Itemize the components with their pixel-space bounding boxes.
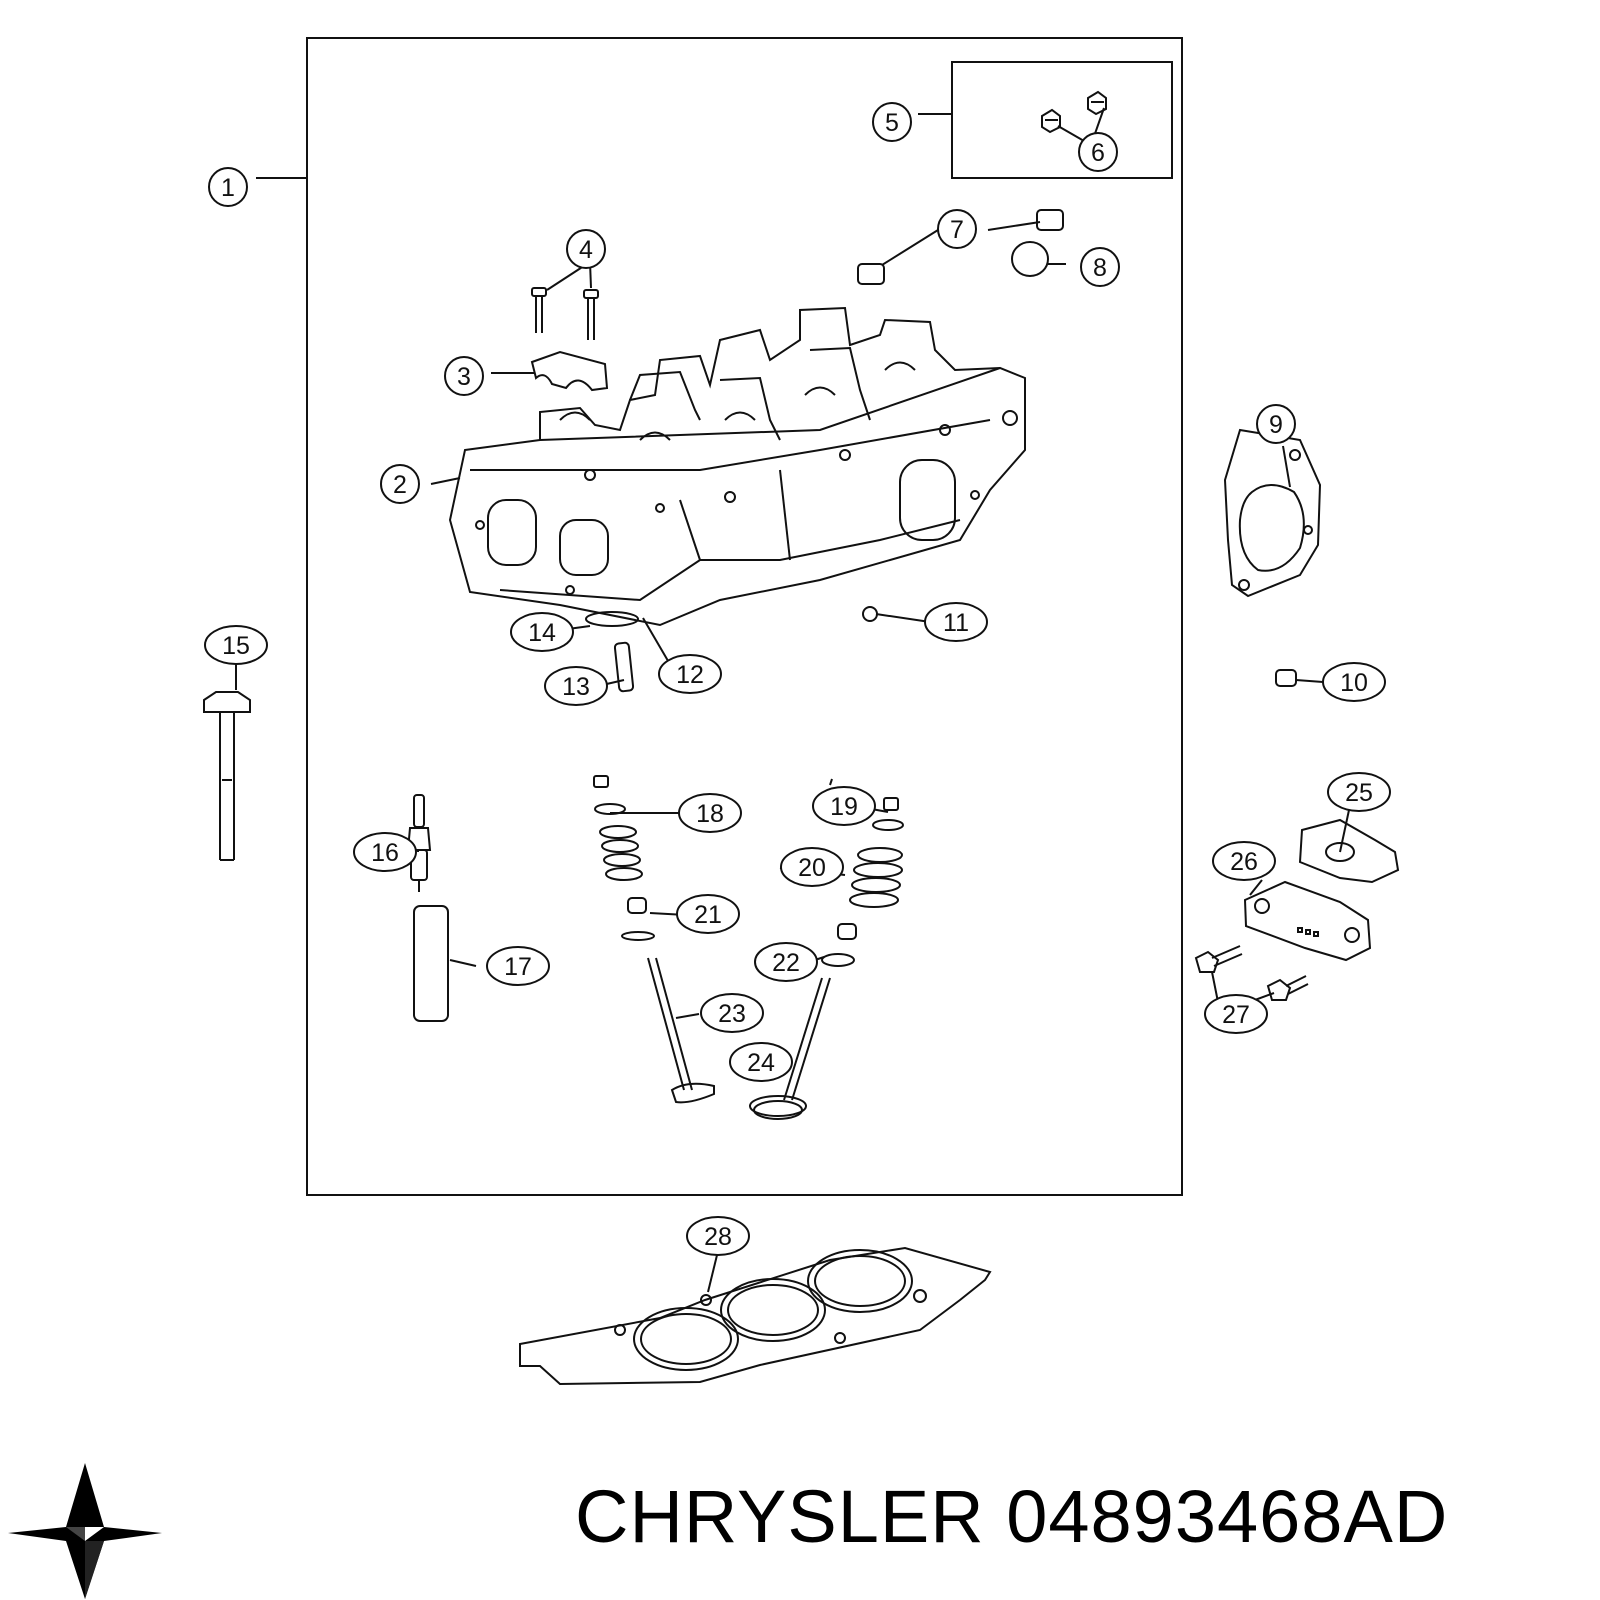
plug-7a (1036, 209, 1064, 231)
callout-8: 8 (1080, 247, 1120, 287)
cup-plug-8 (1011, 241, 1049, 277)
callout-6: 6 (1078, 132, 1118, 172)
callout-label: 8 (1093, 254, 1107, 282)
callout-28: 28 (686, 1216, 750, 1256)
callout-label: 9 (1269, 411, 1283, 439)
callout-label: 5 (885, 109, 899, 137)
head-bolt-15 (203, 691, 251, 861)
cylinder-head-2 (448, 306, 1026, 627)
callout-label: 24 (747, 1049, 775, 1077)
callout-label: 6 (1091, 139, 1105, 167)
bolt-4a (531, 287, 547, 333)
callout-label: 12 (676, 661, 704, 689)
callout-14: 14 (510, 612, 574, 652)
callout-label: 17 (504, 953, 532, 981)
bolt-6a (1041, 108, 1061, 134)
callout-18: 18 (678, 793, 742, 833)
callout-label: 28 (704, 1223, 732, 1251)
callout-label: 10 (1340, 669, 1368, 697)
callout-label: 2 (393, 471, 407, 499)
callout-label: 26 (1230, 848, 1258, 876)
callout-label: 11 (943, 609, 969, 637)
part-number: 04893468AD (1006, 1475, 1449, 1558)
callout-20: 20 (780, 847, 844, 887)
callout-9: 9 (1256, 404, 1296, 444)
callout-label: 22 (772, 949, 800, 977)
dowel-13 (613, 641, 635, 693)
plug-7b (857, 263, 885, 285)
assembly-frame (306, 37, 1183, 1196)
callout-label: 3 (457, 363, 471, 391)
exhaust-gasket-9 (1223, 428, 1322, 598)
valve-spring-20 (849, 847, 903, 908)
callout-1: 1 (208, 167, 248, 207)
keeper-19 (883, 797, 899, 811)
cover-plate-26 (1243, 880, 1372, 962)
callout-label: 1 (221, 174, 235, 202)
callout-label: 16 (371, 839, 399, 867)
callout-17: 17 (486, 946, 550, 986)
bolt-27b (1266, 975, 1309, 1001)
callout-15: 15 (204, 625, 268, 665)
plug-10 (1275, 669, 1297, 687)
callout-label: 14 (528, 619, 556, 647)
retainer-18 (594, 803, 626, 815)
callout-19: 19 (812, 786, 876, 826)
callout-4: 4 (566, 229, 606, 269)
callout-label: 15 (222, 632, 250, 660)
head-gasket-28 (519, 1246, 992, 1386)
callout-22: 22 (754, 942, 818, 982)
exhaust-valve-24 (749, 977, 831, 1120)
callout-13: 13 (544, 666, 608, 706)
callout-label: 25 (1345, 779, 1373, 807)
gasket-25 (1298, 818, 1400, 884)
callout-2: 2 (380, 464, 420, 504)
spark-plug-tube-17 (413, 905, 449, 1022)
callout-16: 16 (353, 832, 417, 872)
callout-12: 12 (658, 654, 722, 694)
inset-frame (951, 61, 1173, 179)
valve-spring-left (599, 825, 643, 881)
callout-10: 10 (1322, 662, 1386, 702)
bearing-cap-3 (530, 350, 609, 392)
callout-3: 3 (444, 356, 484, 396)
retainer-19 (872, 819, 904, 831)
bolt-27a (1194, 945, 1243, 973)
callout-label: 13 (562, 673, 590, 701)
callout-23: 23 (700, 993, 764, 1033)
callout-label: 20 (798, 854, 826, 882)
callout-label: 23 (718, 1000, 746, 1028)
bolt-6b (1087, 90, 1107, 116)
valve-seal-22 (837, 923, 857, 940)
callout-label: 21 (694, 901, 722, 929)
seal-ring-12 (585, 611, 639, 627)
chrysler-pentastar-logo (8, 1463, 162, 1599)
callout-5: 5 (872, 102, 912, 142)
brand-name: CHRYSLER (575, 1475, 985, 1558)
callout-27: 27 (1204, 994, 1268, 1034)
callout-21: 21 (676, 894, 740, 934)
callout-7: 7 (937, 209, 977, 249)
callout-26: 26 (1212, 841, 1276, 881)
callout-label: 19 (830, 793, 858, 821)
callout-25: 25 (1327, 772, 1391, 812)
callout-24: 24 (729, 1042, 793, 1082)
keeper-18 (593, 775, 609, 788)
brand-part-label: CHRYSLER 04893468AD (575, 1480, 1448, 1554)
valve-seal-21 (627, 897, 647, 914)
callout-label: 4 (579, 236, 593, 264)
callout-label: 27 (1222, 1001, 1250, 1029)
callout-11: 11 (924, 602, 988, 642)
callout-label: 7 (950, 216, 964, 244)
ball-plug-11 (862, 606, 878, 622)
callout-label: 18 (696, 800, 724, 828)
bolt-4b (583, 289, 599, 340)
intake-valve-23 (647, 957, 715, 1104)
